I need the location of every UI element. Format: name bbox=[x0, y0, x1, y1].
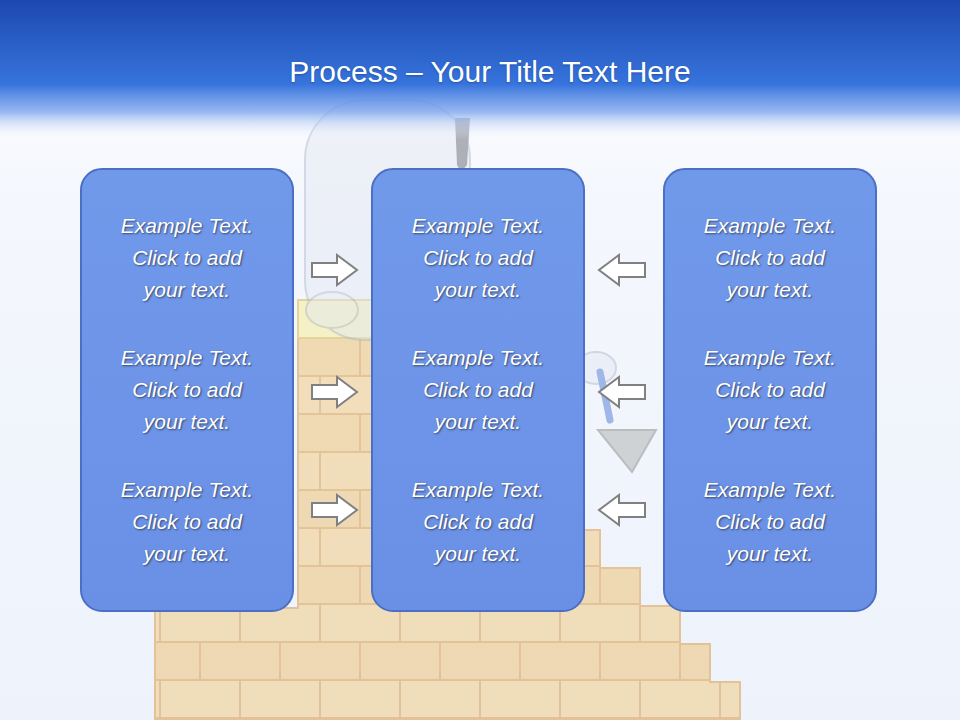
figure-hand bbox=[306, 292, 358, 328]
header-band bbox=[0, 0, 960, 140]
trowel-blade bbox=[598, 430, 656, 472]
box-text: Example Text. Click to add your text. bbox=[693, 342, 848, 438]
block-arrow bbox=[312, 255, 357, 285]
box-text: Example Text. Click to add your text. bbox=[110, 210, 265, 306]
box-text: Example Text. Click to add your text. bbox=[401, 210, 556, 306]
process-box: Example Text. Click to add your text. Exa… bbox=[371, 168, 585, 612]
block-arrow bbox=[599, 255, 645, 285]
block-arrow bbox=[599, 495, 645, 525]
process-box: Example Text. Click to add your text. Exa… bbox=[80, 168, 294, 612]
builder-figure bbox=[305, 100, 656, 472]
box-text: Example Text. Click to add your text. bbox=[110, 474, 265, 570]
block-arrow bbox=[599, 377, 645, 407]
slide-title: Process – Your Title Text Here bbox=[20, 52, 960, 92]
box-text: Example Text. Click to add your text. bbox=[401, 342, 556, 438]
box-text: Example Text. Click to add your text. bbox=[693, 210, 848, 306]
box-text: Example Text. Click to add your text. bbox=[401, 474, 556, 570]
box-text: Example Text. Click to add your text. bbox=[110, 342, 265, 438]
box-text: Example Text. Click to add your text. bbox=[693, 474, 848, 570]
block-arrow bbox=[312, 495, 357, 525]
block-arrow bbox=[312, 377, 357, 407]
process-box: Example Text. Click to add your text. Exa… bbox=[663, 168, 877, 612]
